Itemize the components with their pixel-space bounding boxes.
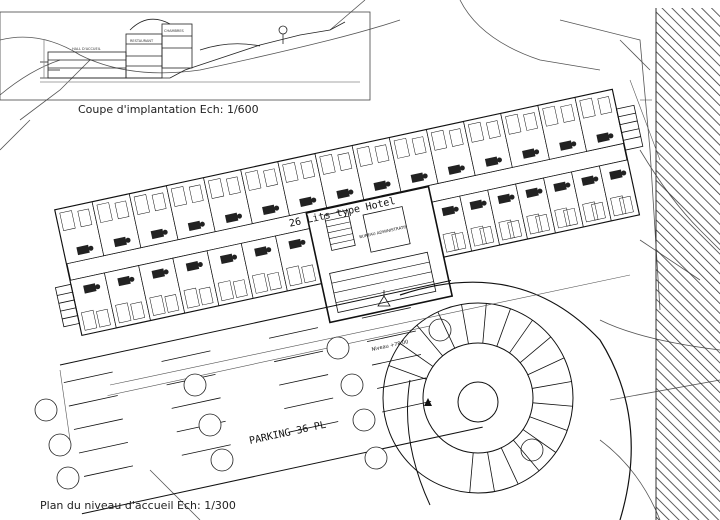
parking-space-line xyxy=(84,465,134,477)
roundabout-space-line xyxy=(509,319,533,354)
parking-space-line xyxy=(361,307,411,319)
hotel-room xyxy=(571,165,612,228)
tree-icon xyxy=(198,413,222,437)
parking-space-line xyxy=(289,421,339,433)
roundabout-space-line xyxy=(496,308,511,347)
parking-space-line xyxy=(284,397,334,409)
hotel-room xyxy=(240,161,290,225)
roundabout xyxy=(382,281,632,520)
parking-space-line xyxy=(68,395,118,407)
tree-icon xyxy=(326,336,350,360)
hotel-room xyxy=(431,195,473,258)
parking-space-line xyxy=(73,418,123,430)
roundabout-space-line xyxy=(482,303,487,344)
parking-space-line xyxy=(78,442,128,454)
roundabout-space-line xyxy=(532,381,572,389)
hotel-room xyxy=(128,185,179,249)
section-label-3: CHAMBRES xyxy=(164,29,185,33)
trees xyxy=(34,318,544,490)
roundabout-space-line xyxy=(513,439,540,472)
tree-icon xyxy=(520,438,544,462)
hotel-room xyxy=(426,121,476,184)
hotel-room xyxy=(351,137,402,200)
section-label-2: RESTAURANT xyxy=(130,39,154,43)
tree-icon xyxy=(340,373,364,397)
hotel-room xyxy=(463,113,513,176)
hatched-zone xyxy=(656,8,720,520)
roundabout-spaces xyxy=(388,303,573,493)
hotel-room xyxy=(537,97,588,160)
section-label-1: HALL D'ACCUEIL xyxy=(72,47,101,51)
roundabout-space-line xyxy=(532,402,573,407)
parking-space-line xyxy=(274,350,324,363)
hotel-room xyxy=(275,228,322,292)
parking-space-line xyxy=(63,371,113,383)
tree-icon xyxy=(210,448,234,472)
tree-icon xyxy=(34,398,58,422)
parking-space-line xyxy=(268,327,319,339)
roundabout-space-line xyxy=(522,429,557,453)
tree-icon xyxy=(352,408,376,432)
hotel-room xyxy=(574,89,625,152)
west-stair xyxy=(54,283,80,328)
hotel-room xyxy=(599,159,640,222)
roundabout-space-line xyxy=(416,324,443,357)
roundabout-space-line xyxy=(461,304,469,344)
hotel-room xyxy=(388,129,439,192)
hotel-room xyxy=(277,153,328,216)
roundabout-space-line xyxy=(519,336,552,363)
east-stair xyxy=(615,104,644,151)
roundabout-space-line xyxy=(529,416,568,431)
hotel-room xyxy=(91,193,142,257)
hotel-room xyxy=(166,177,216,241)
roundabout-space-line xyxy=(388,365,427,380)
hotel-room xyxy=(515,177,556,240)
hotel-room xyxy=(104,265,151,329)
hotel-room xyxy=(240,235,288,299)
hotel-room xyxy=(69,272,117,336)
roundabout-space-line xyxy=(527,357,565,376)
section-drawing xyxy=(0,11,371,101)
tree-icon xyxy=(428,318,452,342)
hotel-room xyxy=(138,257,186,321)
tree-icon xyxy=(364,446,388,470)
parking-space-line xyxy=(371,354,422,366)
dimension-lines xyxy=(59,79,661,441)
parking-space-line xyxy=(279,374,329,386)
roundabout-space-line xyxy=(399,343,434,367)
tree-icon xyxy=(56,466,80,490)
tree-icon xyxy=(183,373,207,397)
level-note: Niveau +78.00 xyxy=(371,339,409,353)
hotel-room xyxy=(54,201,105,265)
roundabout-space-line xyxy=(487,452,495,492)
parking-space-line xyxy=(181,444,231,456)
roundabout-space-line xyxy=(469,452,474,493)
hotel-building: BUREAU ADMINISTRATIF 26 Lits type Hotel xyxy=(54,88,644,337)
parking-space-line xyxy=(377,377,427,389)
parking-space-line xyxy=(171,397,221,409)
parking-space-line xyxy=(366,330,416,342)
rooms-top-row xyxy=(54,89,625,265)
entry-arrow-icon xyxy=(424,398,432,406)
section-caption: Coupe d'implantation Ech: 1/600 xyxy=(78,103,259,116)
plan-caption: Plan du niveau d'accueil Ech: 1/300 xyxy=(40,499,236,512)
hotel-room xyxy=(500,105,550,168)
rooms-bottom-row xyxy=(69,159,640,336)
tree-icon xyxy=(48,433,72,457)
roundabout-space-line xyxy=(500,447,519,485)
roundabout-space-line xyxy=(437,311,456,349)
parking-area xyxy=(59,279,483,515)
parking-space-line xyxy=(161,350,211,362)
parking-label: PARKING 36 PL xyxy=(248,420,327,447)
north-arrow-icon xyxy=(377,290,391,307)
